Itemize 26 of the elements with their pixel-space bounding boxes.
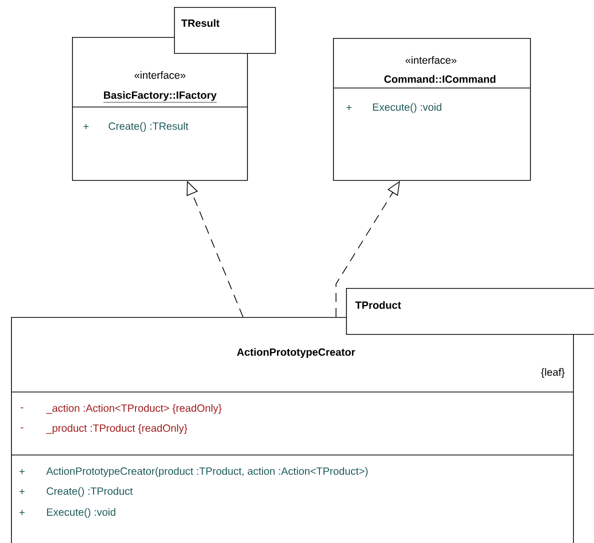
template-parameter-box [174, 7, 276, 54]
method-text: Create() :TResult [108, 122, 188, 132]
method-text: Execute() :void [47, 508, 116, 518]
stereotype-label: «interface» [406, 56, 456, 64]
class-box [332, 38, 531, 181]
method-text: Create() :TProduct [46, 487, 133, 497]
method-text: ActionPrototypeCreator(product :TProduct, action :Action<TProduct>) [46, 467, 368, 477]
visibility-marker: + [19, 468, 25, 474]
visibility-marker: + [83, 124, 89, 130]
class-name: Command::ICommand [384, 75, 496, 83]
class-name: ActionPrototypeCreator [236, 348, 356, 358]
visibility-marker: - [20, 427, 24, 428]
class-box [10, 317, 574, 543]
attribute-text: _product :TProduct {readOnly} [46, 424, 188, 434]
template-parameter: TResult [181, 19, 220, 27]
attribute-text: _action :Action<TProduct> {readOnly} [46, 404, 222, 414]
constraint-label: {leaf} [541, 368, 565, 378]
visibility-marker: + [19, 510, 25, 516]
template-parameter: TProduct [355, 301, 401, 309]
visibility-marker: + [19, 488, 25, 494]
method-text: Execute() :void [373, 103, 442, 113]
visibility-marker: + [346, 104, 352, 110]
stereotype-label: «interface» [134, 71, 186, 79]
visibility-marker: - [20, 407, 24, 408]
template-parameter-box [346, 288, 594, 335]
class-name: BasicFactory::IFactory [103, 91, 217, 102]
